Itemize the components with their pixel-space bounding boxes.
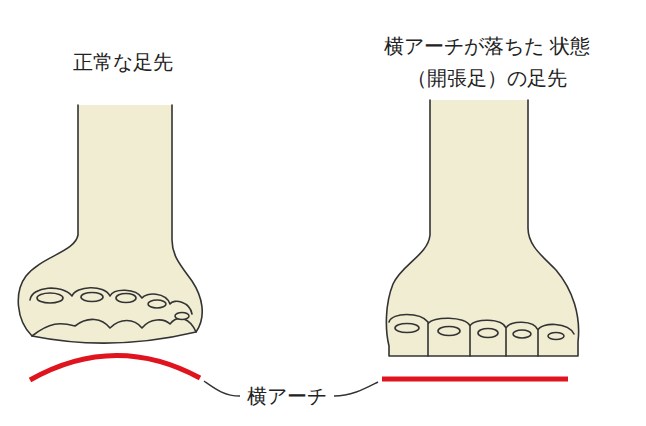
heading-splay: 横アーチが落ちた 状態（開張足）の足先 — [376, 30, 598, 94]
splay-foot — [386, 100, 578, 356]
arch-flat-line — [382, 377, 568, 382]
normal-foot-sole — [32, 318, 196, 336]
normal-toes — [30, 288, 192, 314]
leader-line — [204, 381, 240, 396]
arch-label: 横アーチ — [227, 380, 347, 412]
leader-line — [334, 382, 378, 396]
splay-foot-toes — [389, 315, 574, 357]
heading-normal: 正常な足先 — [23, 46, 223, 78]
arch-curve — [30, 355, 200, 380]
normal-foot — [18, 105, 202, 343]
